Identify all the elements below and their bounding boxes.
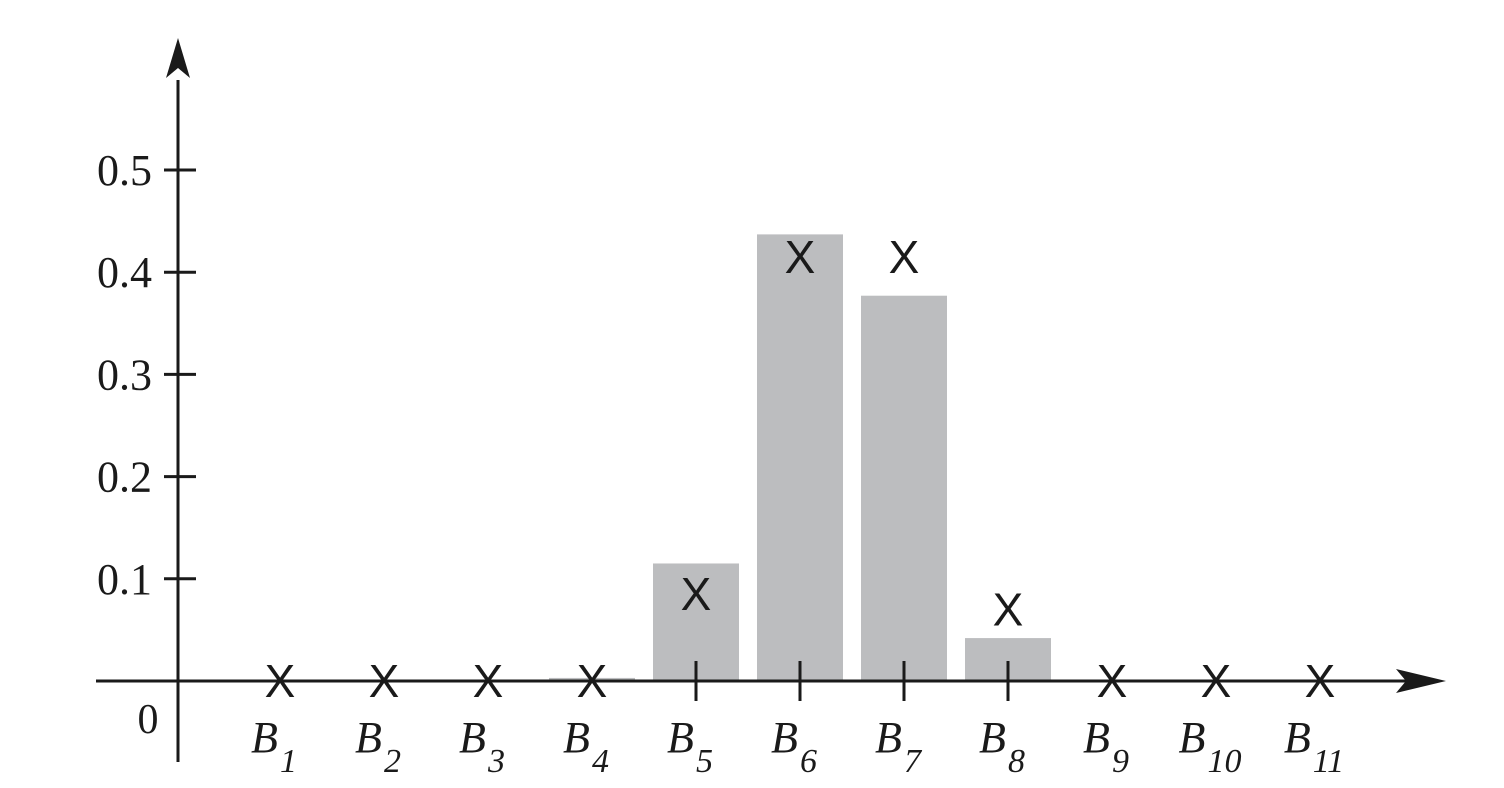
marker-5: X xyxy=(681,568,712,620)
marker-4: X xyxy=(577,655,608,707)
y-tick-label: 0.3 xyxy=(97,350,152,399)
marker-7: X xyxy=(889,231,920,283)
x-tick-label: B1 xyxy=(251,713,297,780)
marker-3: X xyxy=(473,655,504,707)
bar-4 xyxy=(549,677,635,681)
x-tick-label: B9 xyxy=(1083,713,1129,780)
y-tick-label: 0.2 xyxy=(97,453,152,502)
y-tick-label: 0.1 xyxy=(97,555,152,604)
x-tick-label: B6 xyxy=(771,713,817,780)
origin-label: 0 xyxy=(138,697,159,743)
x-tick-label: B5 xyxy=(667,713,713,780)
y-tick-label: 0.4 xyxy=(97,248,152,297)
x-tick-label: B7 xyxy=(875,713,923,780)
labels-layer: 0.1 0.2 0.3 0.4 0.5 0 B1 B2 B3 B4 B5 B6 B7 B8 B9 B10 B11 xyxy=(97,146,1344,780)
bars-layer xyxy=(549,234,1051,682)
y-axis-arrow xyxy=(166,38,190,78)
bar-6 xyxy=(757,234,843,682)
marker-6: X xyxy=(785,231,816,283)
marker-9: X xyxy=(1097,655,1128,707)
x-tick-label: B8 xyxy=(979,713,1025,780)
x-tick-label: B2 xyxy=(355,713,401,780)
axes-layer xyxy=(96,38,1446,762)
bar-7 xyxy=(861,295,947,681)
x-axis-arrow xyxy=(1396,669,1446,693)
marker-8: X xyxy=(993,583,1024,635)
x-tick-label: B4 xyxy=(563,713,609,780)
marker-11: X xyxy=(1305,655,1336,707)
x-tick-label: B3 xyxy=(459,713,505,780)
x-tick-label: B10 xyxy=(1179,713,1242,780)
marker-1: X xyxy=(265,655,296,707)
marker-10: X xyxy=(1201,655,1232,707)
markers-layer: X X X X X X X X X X X xyxy=(265,231,1336,707)
marker-2: X xyxy=(369,655,400,707)
x-tick-label: B11 xyxy=(1284,713,1344,780)
y-tick-label: 0.5 xyxy=(97,146,152,195)
